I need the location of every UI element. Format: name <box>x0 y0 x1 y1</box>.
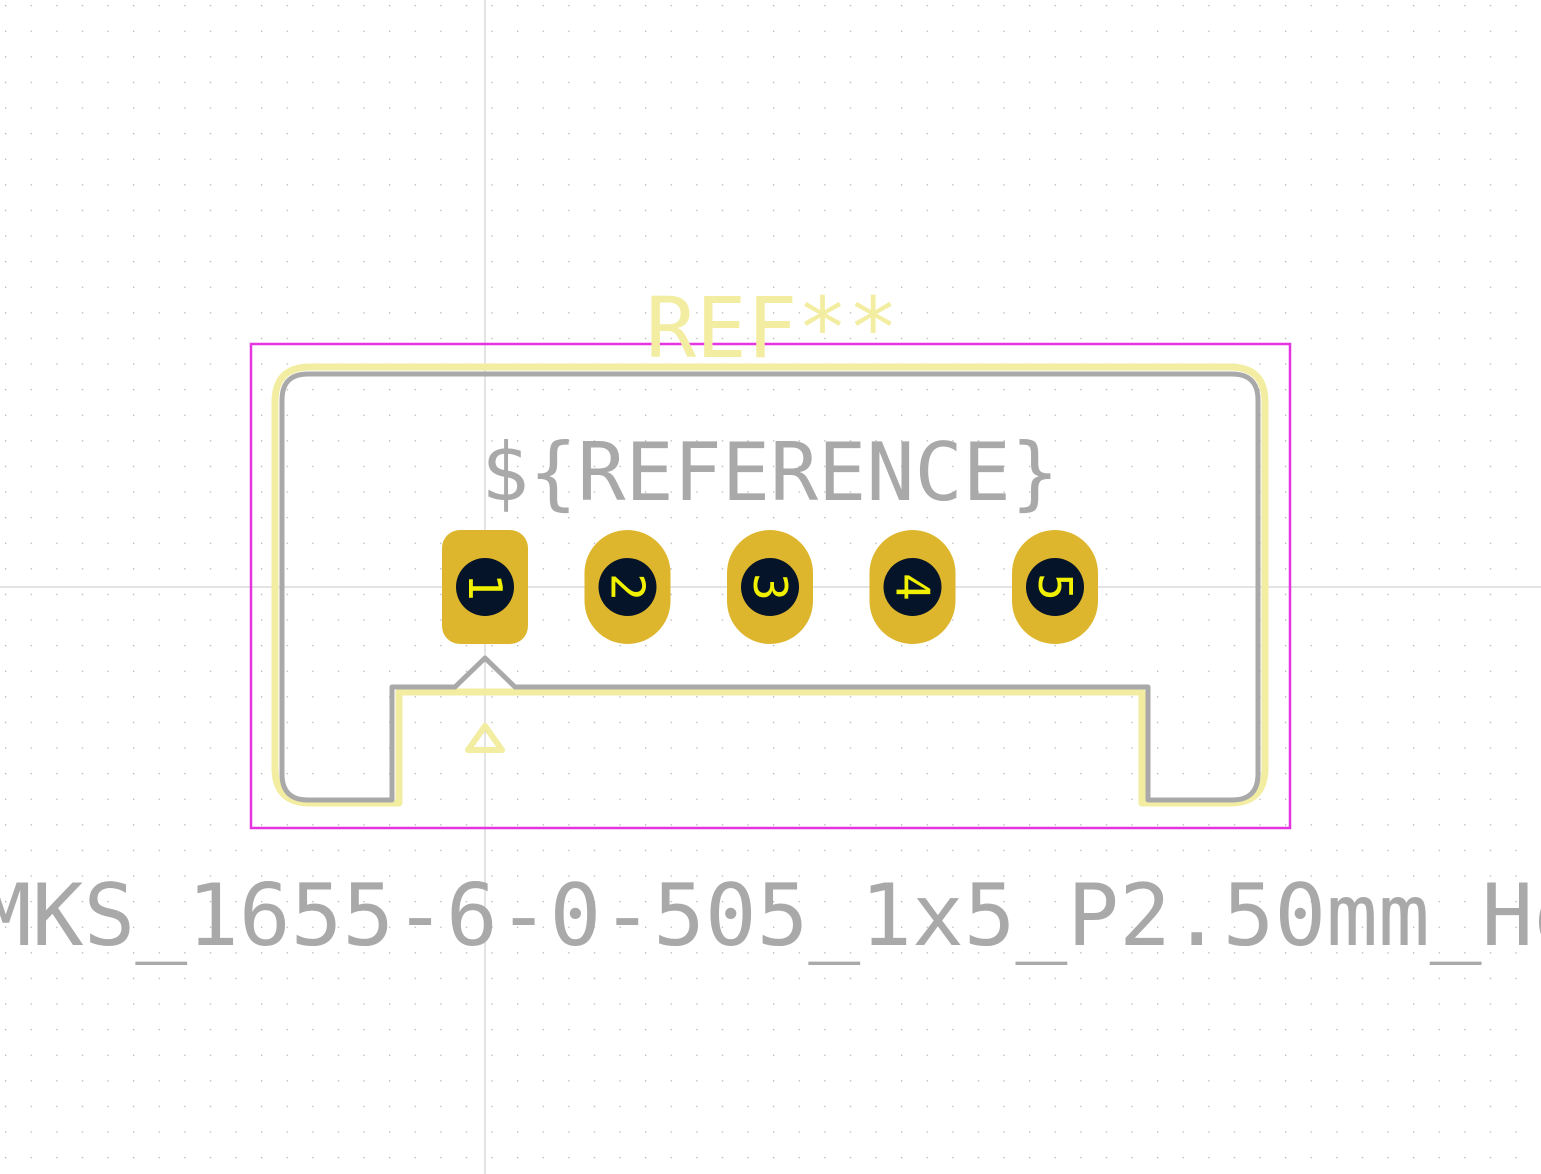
pad-drill-hole <box>883 558 942 616</box>
pad-number-label: 4 <box>886 573 940 601</box>
pad-number-label: 3 <box>743 573 797 601</box>
pad-number-label: 2 <box>601 573 655 601</box>
pad-3[interactable]: 3 <box>727 530 813 644</box>
silkscreen-outline[interactable] <box>271 363 1269 807</box>
pad-5[interactable]: 5 <box>1012 530 1098 644</box>
pad-drill-hole <box>456 558 514 616</box>
reference-designator-label[interactable]: REF** <box>646 279 899 377</box>
pad-number-label: 5 <box>1028 573 1082 601</box>
courtyard-outline[interactable] <box>249 342 1292 830</box>
triangle-marker-icon <box>465 723 505 753</box>
fabrication-outline[interactable] <box>279 371 1261 803</box>
pad-2[interactable]: 2 <box>584 530 671 644</box>
pad-row: 1 2 3 4 5 <box>442 530 1098 644</box>
pad-drill-hole <box>741 558 799 616</box>
fab-reference-label[interactable]: ${REFERENCE} <box>481 426 1059 519</box>
pad-drill-hole <box>598 558 657 616</box>
pad-4[interactable]: 4 <box>869 530 956 644</box>
footprint-value-label[interactable]: MKS_1655-6-0-505_1x5_P2.50mm_Horizontal <box>0 866 1541 966</box>
pad-number-label: 1 <box>458 573 512 601</box>
pad-drill-hole <box>1026 558 1084 616</box>
pad-1[interactable]: 1 <box>442 530 528 644</box>
